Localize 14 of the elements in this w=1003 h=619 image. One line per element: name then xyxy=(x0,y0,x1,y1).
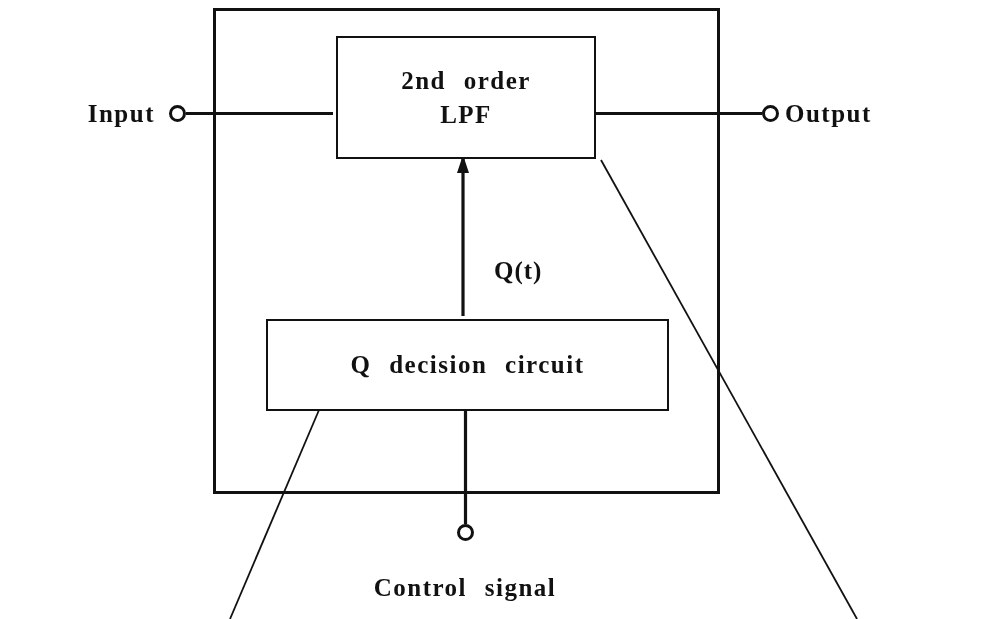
terminal-label: Input xyxy=(87,101,155,126)
leader-line xyxy=(600,159,858,619)
box-label: 2nd order LPF xyxy=(400,65,532,130)
enclosure-box xyxy=(213,8,720,494)
terminal-label: Control signal xyxy=(373,575,557,600)
signal-line xyxy=(186,111,333,116)
terminal-circle xyxy=(169,105,186,122)
box-label: Q decision circuit xyxy=(350,350,585,381)
terminal-label: Output xyxy=(785,101,872,126)
process-box xyxy=(266,319,669,411)
terminal-circle xyxy=(457,524,474,541)
terminal-circle xyxy=(762,105,779,122)
process-box xyxy=(336,36,596,159)
leader-line xyxy=(229,409,320,619)
